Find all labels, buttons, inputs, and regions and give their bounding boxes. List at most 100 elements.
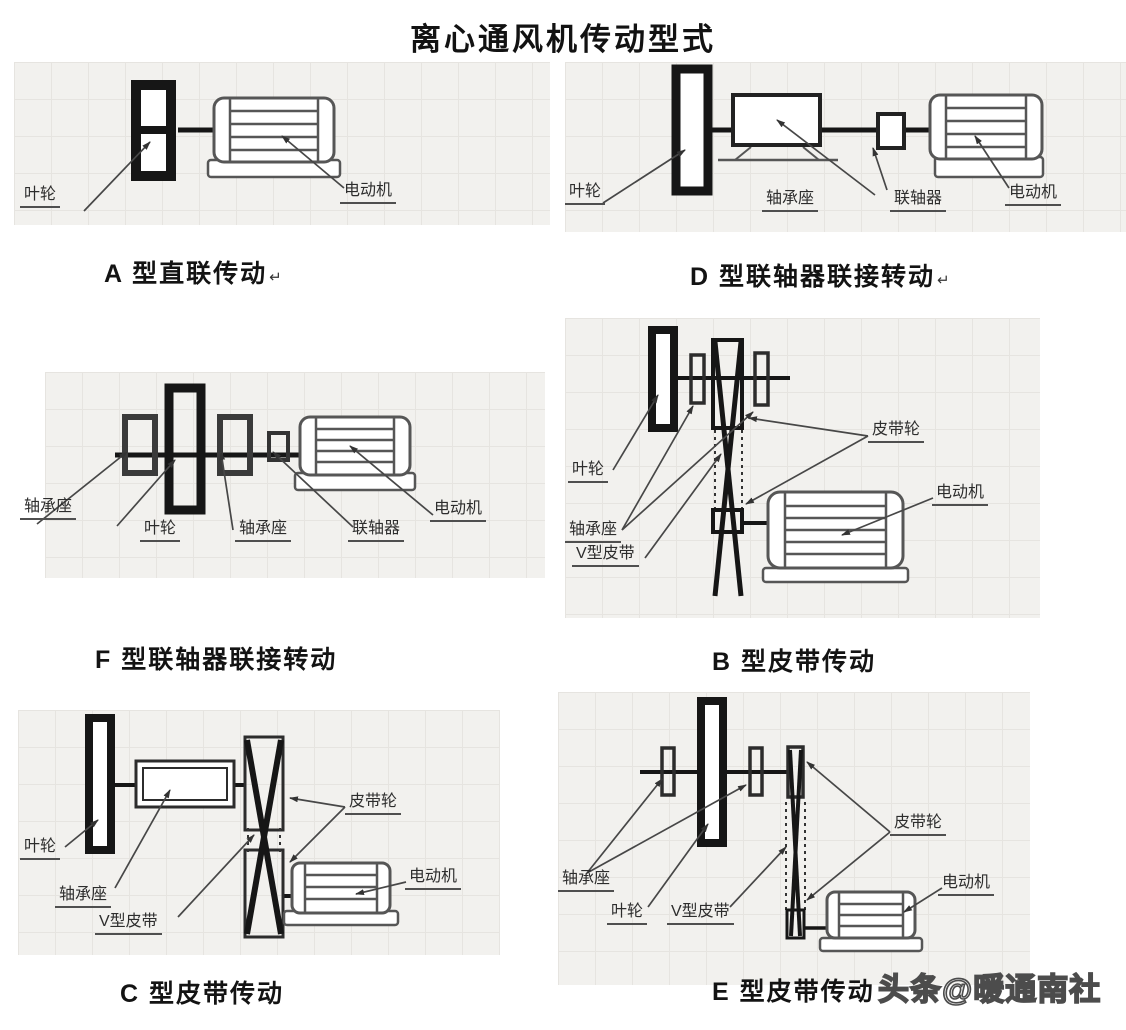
motor-leader [903, 887, 943, 913]
belt-and-pulleys-shape [785, 745, 806, 940]
bearing-leader-1 [621, 405, 694, 531]
bearing-leader-2 [621, 411, 754, 531]
label-coupling: 联轴器 [348, 520, 405, 542]
coupling-leader [272, 451, 354, 528]
label-bearing-left: 轴承座 [20, 498, 77, 520]
impeller-leader [602, 149, 686, 204]
label-bearing: 轴承座 [565, 521, 622, 543]
label-v-belt: V型皮带 [667, 903, 734, 925]
panel-f: 轴承座 叶轮 轴承座 联轴器 电动机 [20, 372, 545, 578]
label-pulley: 皮带轮 [345, 793, 402, 815]
bearing-left-shape [660, 746, 676, 797]
coupling-shape [876, 112, 906, 150]
bearing-right-shape [748, 746, 764, 797]
return-mark: ↵ [937, 272, 952, 289]
type-f-diagram [36, 383, 434, 531]
coupling-leader [872, 147, 888, 191]
label-motor: 电动机 [340, 182, 397, 204]
label-impeller: 叶轮 [20, 838, 61, 860]
bearing-housing-shape [134, 759, 236, 809]
label-bearing: 轴承座 [55, 886, 112, 908]
impeller-leader [647, 823, 709, 908]
label-motor: 电动机 [932, 484, 989, 506]
belt-and-pulleys-shape [243, 735, 285, 939]
caption-e: E 型皮带传动 [712, 978, 875, 1006]
label-v-belt: V型皮带 [95, 913, 162, 935]
label-bearing-right: 轴承座 [235, 520, 292, 542]
label-pulley: 皮带轮 [868, 421, 925, 443]
label-motor: 电动机 [430, 500, 487, 522]
label-impeller: 叶轮 [607, 903, 648, 925]
bearing-right-shape [753, 351, 770, 407]
v-belt-leader [729, 846, 787, 908]
impeller-leader [64, 819, 99, 848]
bearing-left-shape [122, 414, 158, 476]
motor-leader [355, 881, 407, 896]
motor-shape [293, 415, 417, 492]
impeller-shape [671, 64, 713, 196]
type-c-diagram [64, 714, 407, 939]
motor-leader [349, 445, 434, 516]
v-belt-leader [177, 834, 255, 918]
watermark: 头条@暖通南社 [877, 971, 1102, 1008]
impeller-shape [648, 326, 678, 432]
bearing-right-leader [219, 451, 234, 531]
type-a-diagram [83, 80, 345, 212]
bearing-leader-2 [586, 784, 747, 874]
label-impeller: 叶轮 [565, 183, 606, 205]
motor-shape [818, 890, 924, 953]
v-belt-leader [644, 453, 722, 559]
caption-b: B 型皮带传动 [712, 648, 877, 676]
motor-shape [206, 96, 342, 179]
impeller-shape [697, 697, 727, 847]
type-b-diagram [612, 326, 934, 597]
bearing-left-shape [689, 353, 706, 405]
caption-f: F 型联轴器联接转动 [95, 646, 338, 674]
impeller-leader [83, 141, 151, 212]
pulley-leader-2 [289, 806, 346, 863]
label-impeller: 叶轮 [140, 520, 181, 542]
belt-and-pulleys-shape [711, 338, 744, 597]
label-impeller: 叶轮 [20, 186, 61, 208]
page-title: 离心通风机传动型式 [410, 22, 716, 57]
pulley-leader-2 [745, 435, 869, 505]
bearing-leader-1 [586, 778, 663, 874]
pulley-leader-1 [748, 416, 869, 437]
label-motor: 电动机 [938, 874, 995, 896]
impeller-shape [164, 383, 206, 515]
impeller-leader [116, 459, 176, 527]
impeller-shape [131, 80, 176, 181]
motor-leader [841, 497, 934, 536]
motor-leader [281, 135, 345, 189]
panel-e: 轴承座 叶轮 V型皮带 皮带轮 电动机 [558, 692, 1030, 985]
caption-d: D 型联轴器联接转动↵ [690, 263, 952, 291]
type-d-diagram [602, 64, 1045, 204]
caption-a: A 型直联传动↵ [104, 260, 284, 288]
label-v-belt: V型皮带 [572, 545, 639, 567]
bearing-left-leader [36, 451, 128, 525]
motor-shape [928, 93, 1045, 179]
label-pulley: 皮带轮 [890, 814, 947, 836]
label-motor: 电动机 [1005, 184, 1062, 206]
motor-shape [761, 490, 910, 584]
caption-c: C 型皮带传动 [120, 980, 285, 1008]
return-mark: ↵ [269, 269, 284, 286]
impeller-shape [85, 714, 115, 854]
shaft-shape [674, 376, 790, 525]
bearing-leader [776, 119, 876, 196]
type-e-diagram [586, 697, 943, 953]
coupling-shape [267, 431, 290, 462]
pulley-leader-1 [289, 796, 346, 808]
panel-b: 叶轮 轴承座 V型皮带 皮带轮 电动机 [565, 318, 1040, 618]
bearing-leader [114, 789, 171, 889]
panel-d: 叶轮 轴承座 联轴器 电动机 [565, 62, 1126, 232]
motor-leader [974, 135, 1010, 189]
bearing-right-shape [217, 414, 253, 476]
label-impeller: 叶轮 [568, 461, 609, 483]
motor-shape [282, 861, 400, 927]
bearing-housing-shape [718, 93, 838, 162]
panel-c: 叶轮 轴承座 V型皮带 皮带轮 电动机 [18, 710, 500, 955]
panel-a: 叶轮 电动机 [14, 62, 550, 225]
label-bearing: 轴承座 [558, 870, 615, 892]
